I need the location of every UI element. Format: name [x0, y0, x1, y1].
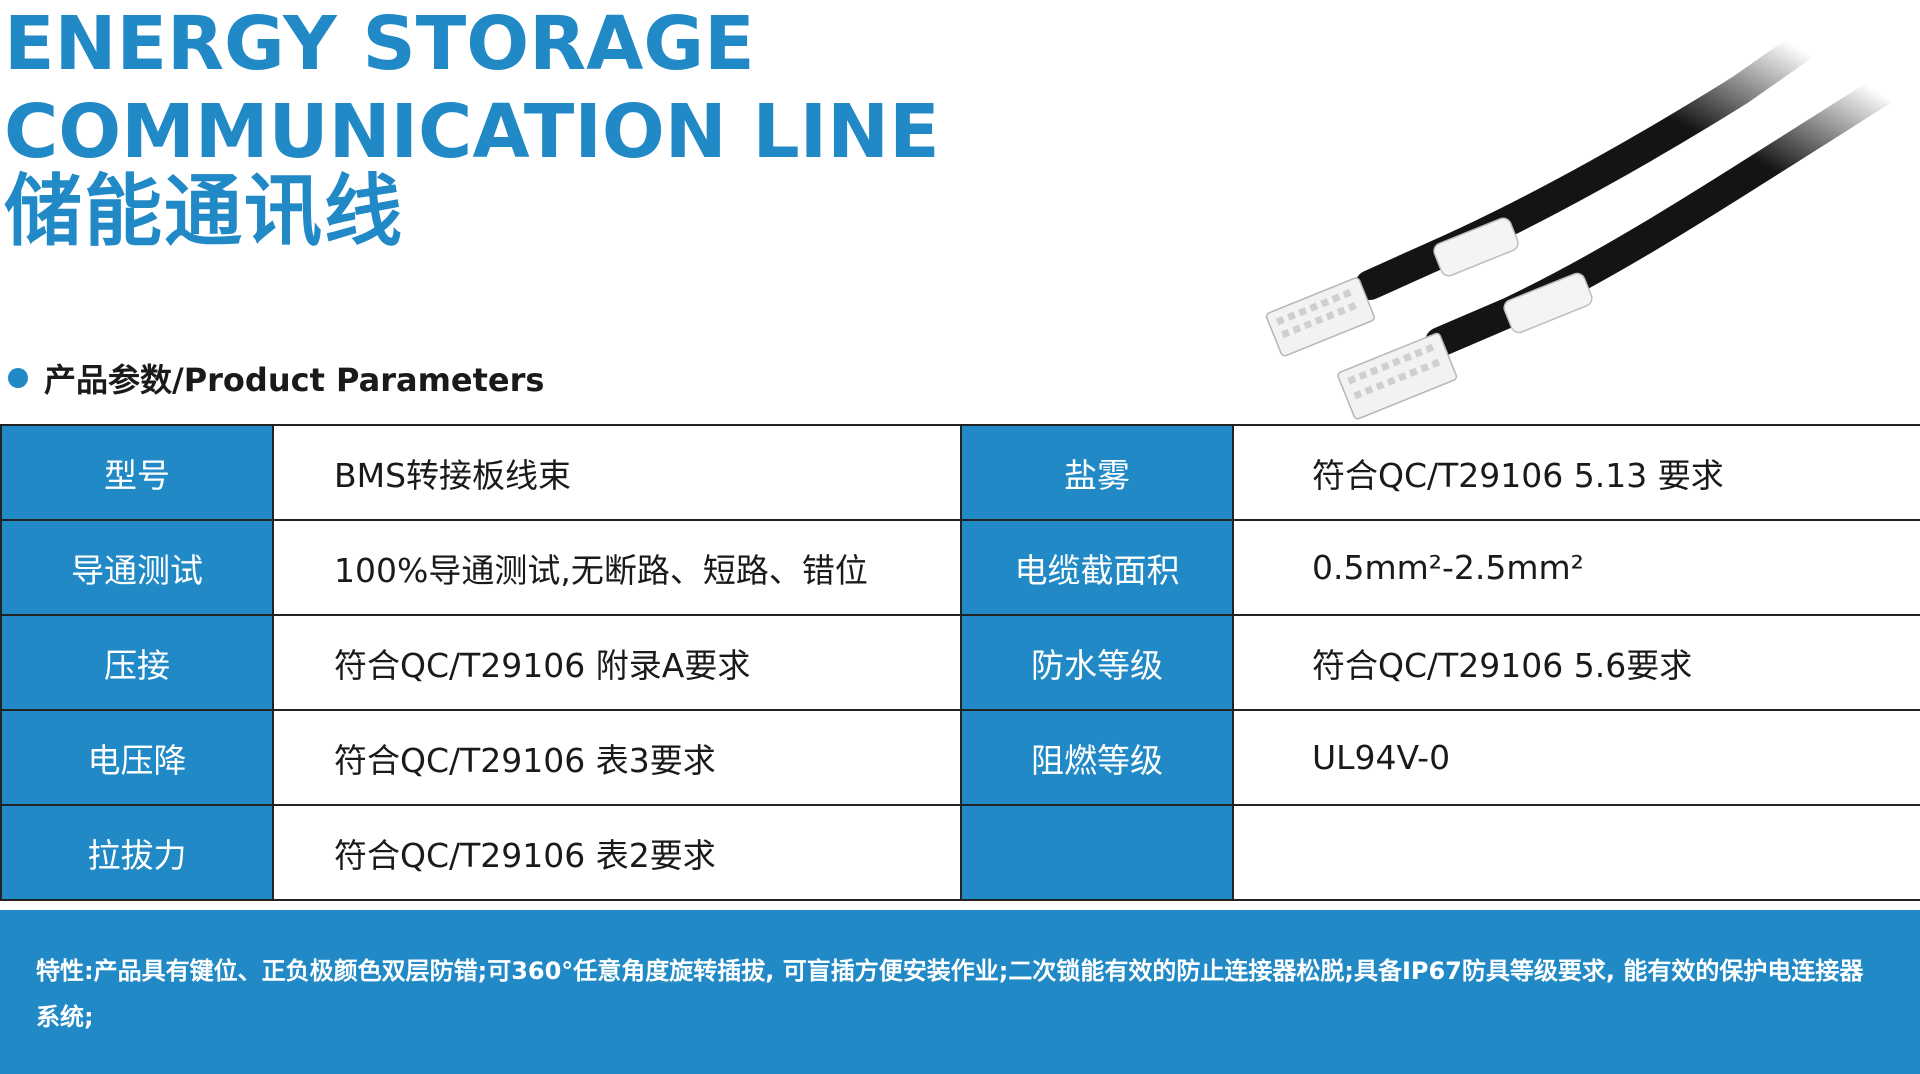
- page-title-cn: 储能通讯线: [4, 167, 405, 257]
- param-value: 符合QC/T29106 表3要求: [272, 709, 962, 806]
- param-value: 符合QC/T29106 5.13 要求: [1232, 424, 1920, 521]
- param-key: 电压降: [0, 709, 274, 806]
- param-value-empty: [1232, 804, 1920, 901]
- sleeve-lower: [1503, 272, 1593, 334]
- param-key: 阻燃等级: [960, 709, 1234, 806]
- section-header: 产品参数/Product Parameters: [8, 354, 544, 402]
- page-title-en: ENERGY STORAGE COMMUNICATION LINE: [4, 0, 940, 176]
- param-key: 拉拔力: [0, 804, 274, 901]
- params-table: 型号 BMS转接板线束 盐雾 符合QC/T29106 5.13 要求 导通测试 …: [0, 424, 1920, 901]
- blue-dot-icon: [8, 368, 28, 388]
- param-value: 符合QC/T29106 5.6要求: [1232, 614, 1920, 711]
- param-value: 100%导通测试,无断路、短路、错位: [272, 519, 962, 616]
- connector-upper: [1265, 277, 1375, 357]
- param-key: 压接: [0, 614, 274, 711]
- param-value: UL94V-0: [1232, 709, 1920, 806]
- sleeve-upper: [1433, 217, 1519, 277]
- param-key-empty: [960, 804, 1234, 901]
- table-row: 压接 符合QC/T29106 附录A要求 防水等级 符合QC/T29106 5.…: [0, 614, 1920, 711]
- table-row: 导通测试 100%导通测试,无断路、短路、错位 电缆截面积 0.5mm²-2.5…: [0, 519, 1920, 616]
- param-value: 符合QC/T29106 附录A要求: [272, 614, 962, 711]
- param-value: 符合QC/T29106 表2要求: [272, 804, 962, 901]
- title-en-line1: ENERGY STORAGE: [4, 1, 755, 87]
- param-value: 0.5mm²-2.5mm²: [1232, 519, 1920, 616]
- section-label: 产品参数/Product Parameters: [44, 361, 545, 399]
- param-key: 型号: [0, 424, 274, 521]
- title-en-line2: COMMUNICATION LINE: [4, 89, 940, 175]
- features-panel: 特性:产品具有键位、正负极颜色双层防错;可360°任意角度旋转插拔, 可盲插方便…: [0, 910, 1920, 1074]
- param-value: BMS转接板线束: [272, 424, 962, 521]
- table-row: 电压降 符合QC/T29106 表3要求 阻燃等级 UL94V-0: [0, 709, 1920, 806]
- connector-lower: [1337, 332, 1458, 420]
- table-row: 型号 BMS转接板线束 盐雾 符合QC/T29106 5.13 要求: [0, 424, 1920, 521]
- table-row: 拉拔力 符合QC/T29106 表2要求: [0, 804, 1920, 901]
- param-key: 盐雾: [960, 424, 1234, 521]
- param-key: 导通测试: [0, 519, 274, 616]
- param-key: 防水等级: [960, 614, 1234, 711]
- product-image: [1240, 30, 1920, 420]
- param-key: 电缆截面积: [960, 519, 1234, 616]
